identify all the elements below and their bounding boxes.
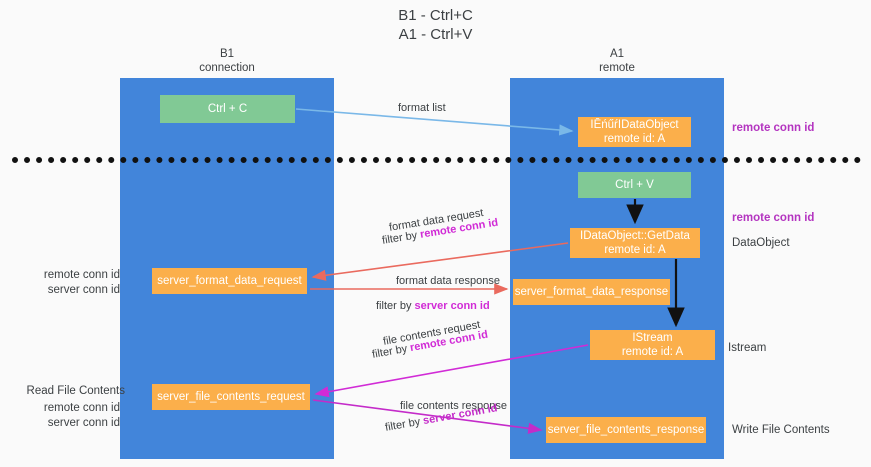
node-server-file-contents-request-label: server_file_contents_request — [157, 391, 305, 403]
edge-label-format-data-response: format data response — [396, 275, 500, 287]
node-istream-line2: remote id: A — [621, 346, 684, 358]
annotation-write-file-contents: Write File Contents — [732, 424, 830, 436]
node-server-format-data-request[interactable]: server_format_data_request — [152, 268, 307, 294]
node-getdata-line1: IDataObject::GetData — [580, 230, 690, 242]
annotation-server-conn-id-left-top: server conn id — [47, 284, 120, 296]
node-istream-line1: IStream — [632, 332, 673, 344]
edge-label-file-contents-response: file contents response — [400, 400, 508, 412]
annotation-server-conn-id-left-bottom: server conn id — [47, 417, 120, 429]
swimlane-a1-sub: remote — [599, 62, 635, 74]
node-server-format-data-response[interactable]: server_format_data_response — [513, 279, 670, 305]
annotation-istream: Istream — [728, 342, 767, 354]
node-idataobject-line1: IĒńűŕIDataObject — [590, 119, 679, 131]
annotation-remote-conn-id-left-top: remote conn id — [43, 269, 120, 281]
filter-prefix: filter by — [371, 342, 412, 361]
node-ctrl-c[interactable]: Ctrl + C — [160, 95, 295, 123]
node-idataobject-line2: remote id: A — [603, 133, 666, 145]
node-ctrl-c-label: Ctrl + C — [207, 103, 248, 115]
annotation-remote-conn-id-left-bottom: remote conn id — [43, 402, 120, 414]
swimlane-b1-name: B1 — [219, 48, 235, 60]
node-istream[interactable]: IStream remote id: A — [590, 330, 715, 360]
node-server-file-contents-response[interactable]: server_file_contents_response — [546, 417, 706, 443]
node-ctrl-v[interactable]: Ctrl + V — [578, 172, 691, 198]
annotation-left-conn-ids-bottom: remote conn id server conn id — [10, 401, 120, 431]
annotation-remote-conn-id-mid: remote conn id — [732, 212, 815, 224]
annotation-left-conn-ids-top: remote conn id server conn id — [10, 268, 120, 298]
diagram-title-line1: B1 - Ctrl+C — [398, 7, 473, 24]
swimlane-a1-name: A1 — [609, 48, 625, 60]
node-idataobject-getdata[interactable]: IDataObject::GetData remote id: A — [570, 228, 700, 258]
swimlane-b1-sub: connection — [199, 62, 255, 74]
phase-divider — [12, 157, 861, 163]
node-server-format-data-response-label: server_format_data_response — [514, 286, 669, 298]
filter-id: server conn id — [414, 300, 490, 312]
filter-prefix: filter by — [381, 228, 422, 247]
node-getdata-line2: remote id: A — [604, 244, 666, 256]
annotation-remote-conn-id-top: remote conn id — [732, 122, 815, 134]
edge-label-format-data-response-filter: filter by server conn id — [376, 299, 490, 313]
node-idataobject[interactable]: IĒńűŕIDataObject remote id: A — [578, 117, 691, 147]
annotation-read-file-contents: Read File Contents — [26, 385, 125, 397]
swimlane-a1-title: A1 remote — [510, 47, 724, 75]
swimlane-b1-title: B1 connection — [120, 47, 334, 75]
edge-label-format-list: format list — [398, 102, 446, 114]
filter-prefix: filter by — [384, 415, 425, 434]
filter-prefix: filter by — [376, 300, 415, 312]
node-ctrl-v-label: Ctrl + V — [615, 179, 654, 191]
annotation-dataobject: DataObject — [732, 237, 790, 249]
diagram-title-line2: A1 - Ctrl+V — [398, 26, 473, 43]
node-server-file-contents-response-label: server_file_contents_response — [547, 424, 705, 436]
diagram-title: B1 - Ctrl+C A1 - Ctrl+V — [0, 6, 871, 44]
node-server-file-contents-request[interactable]: server_file_contents_request — [152, 384, 310, 410]
node-server-format-data-request-label: server_format_data_request — [157, 275, 302, 287]
